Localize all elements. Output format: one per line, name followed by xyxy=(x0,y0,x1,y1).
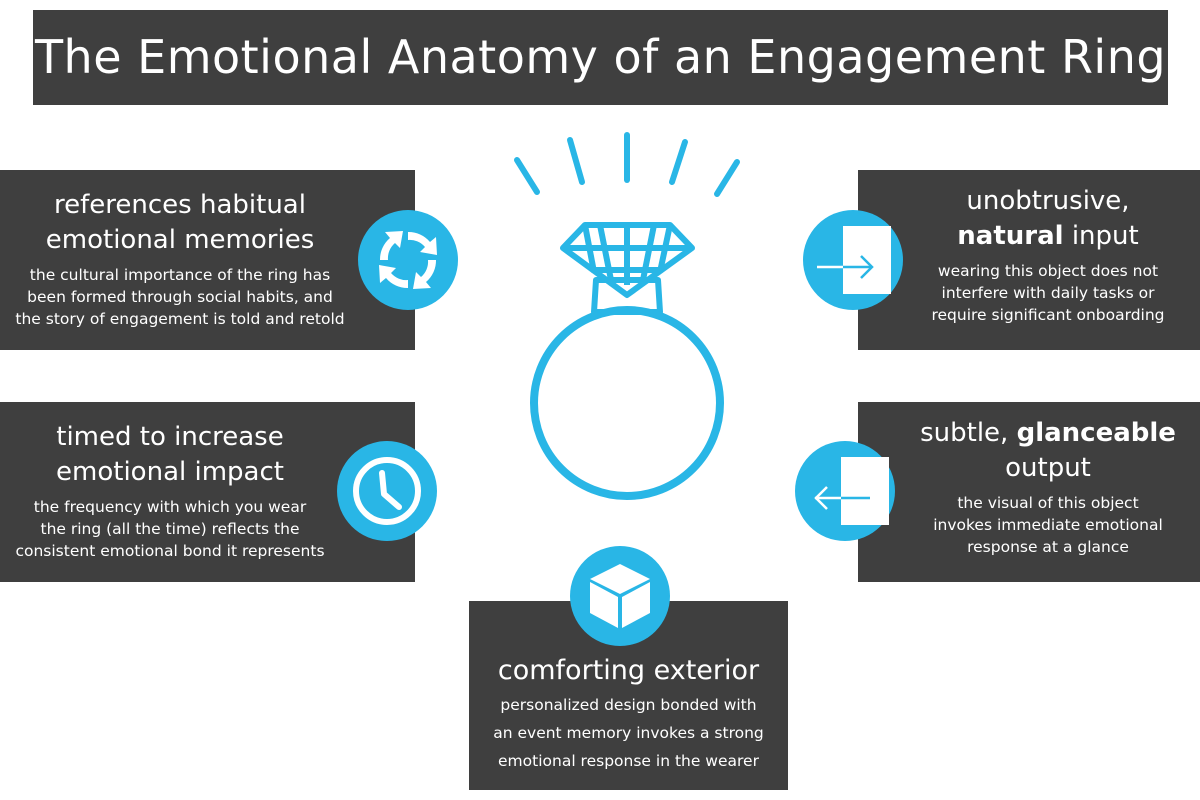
card-heading: subtle, glanceable xyxy=(898,416,1198,451)
card-heading: comforting exterior xyxy=(497,655,760,686)
card-description: require significant onboarding xyxy=(931,306,1165,324)
card-heading: emotional memories xyxy=(45,225,315,255)
card-glanceable-output: subtle, glanceable output the visual of … xyxy=(858,402,1200,582)
diamond-ring-icon xyxy=(514,132,740,500)
card-description: wearing this object does not xyxy=(937,262,1159,280)
card-description: the cultural importance of the ring has xyxy=(29,266,331,284)
card-heading: natural input xyxy=(898,219,1198,254)
input-arrow-icon xyxy=(803,210,903,310)
card-description: the ring (all the time) reflects the xyxy=(40,520,300,538)
card-description: interfere with daily tasks or xyxy=(941,284,1155,302)
heading-emphasis: glanceable xyxy=(1016,418,1176,448)
card-description: an event memory invokes a strong xyxy=(493,724,764,742)
card-heading: output xyxy=(1005,453,1091,483)
card-description: personalized design bonded with xyxy=(500,696,757,714)
card-description: the visual of this object xyxy=(957,494,1139,512)
card-habitual-memories: references habitual emotional memories t… xyxy=(0,170,415,350)
clock-icon xyxy=(337,441,437,541)
heading-text: subtle, xyxy=(920,418,1017,448)
title-banner: The Emotional Anatomy of an Engagement R… xyxy=(33,10,1168,105)
card-description: invokes immediate emotional xyxy=(933,516,1163,534)
card-heading: emotional impact xyxy=(56,457,284,487)
card-description: emotional response in the wearer xyxy=(498,752,759,770)
output-arrow-icon xyxy=(795,441,895,541)
refresh-cycle-icon xyxy=(358,210,458,310)
card-description: consistent emotional bond it represents xyxy=(15,542,325,560)
page-title: The Emotional Anatomy of an Engagement R… xyxy=(34,30,1167,84)
card-comforting-exterior: comforting exterior personalized design … xyxy=(469,601,788,790)
card-description: the frequency with which you wear xyxy=(33,498,307,516)
card-description: response at a glance xyxy=(967,538,1129,556)
card-natural-input: unobtrusive, natural input wearing this … xyxy=(858,170,1200,350)
card-description: been formed through social habits, and xyxy=(27,288,333,306)
card-description: the story of engagement is told and reto… xyxy=(15,310,345,328)
card-heading: timed to increase xyxy=(56,422,284,452)
heading-text: input xyxy=(1063,221,1139,251)
heading-emphasis: natural xyxy=(957,221,1064,251)
card-heading: unobtrusive, xyxy=(966,186,1130,216)
cube-icon xyxy=(570,546,670,646)
card-heading: references habitual xyxy=(54,190,306,220)
